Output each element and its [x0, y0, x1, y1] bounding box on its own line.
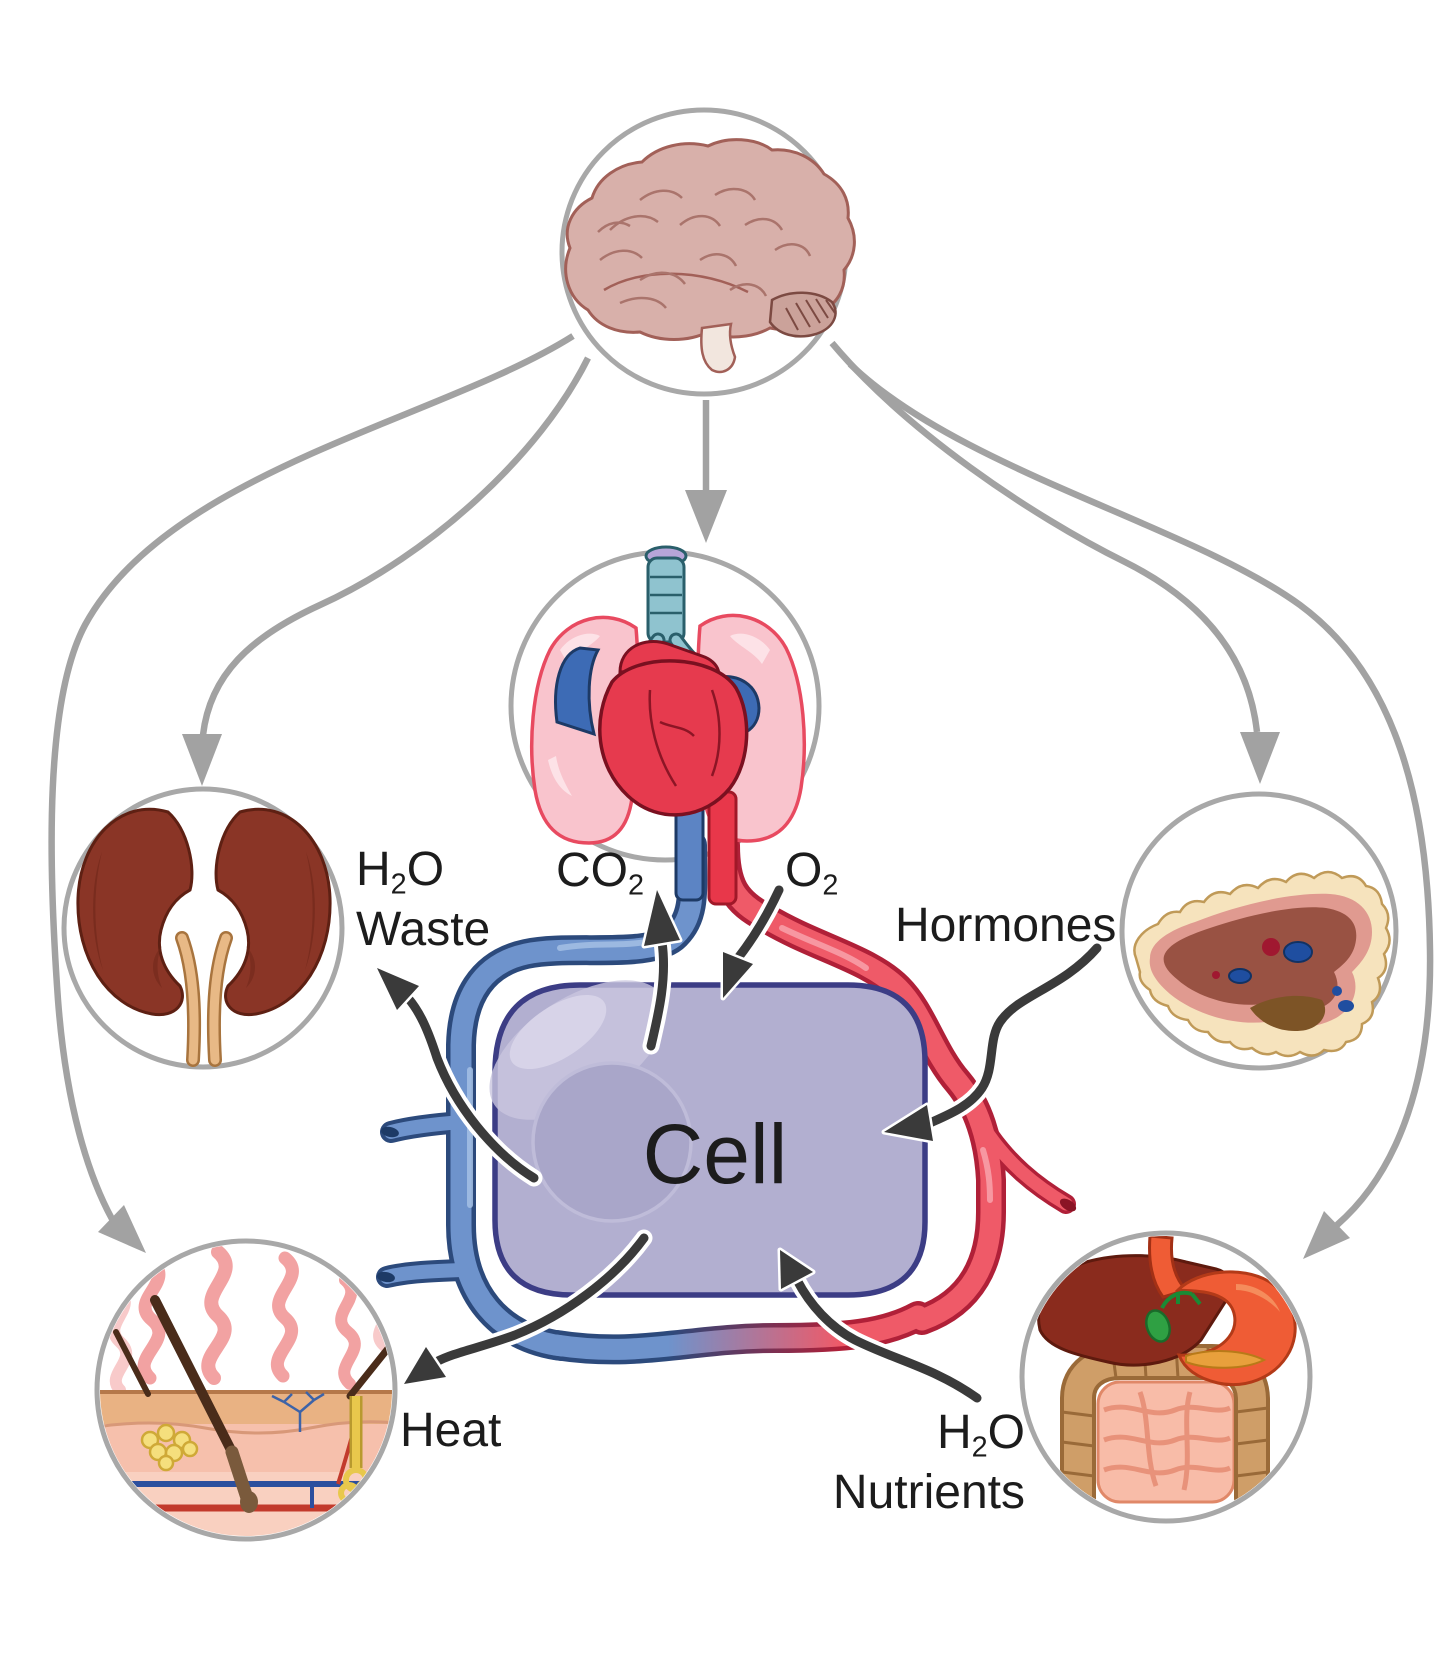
vein-branch2-tube	[380, 1263, 469, 1284]
arrow-lines	[403, 885, 1102, 1403]
trachea-rings	[650, 575, 682, 615]
cerebellum-folia-lines	[785, 298, 836, 331]
left-kidney	[76, 807, 194, 1017]
ureters	[175, 931, 233, 1067]
nutrients-sub: 2	[971, 1431, 988, 1464]
hormones-arrowhead	[881, 1102, 936, 1144]
waste-arrow-line	[403, 993, 539, 1183]
cell-shape	[489, 980, 928, 1298]
label-h2o-nutrients: H2O Nutrients	[810, 1405, 1025, 1521]
kidneys-icon	[76, 807, 332, 1067]
nutrients-arrow-line	[792, 1275, 982, 1403]
aorta-stub	[707, 790, 738, 906]
heart-body	[598, 659, 749, 817]
pulmonary-vessel-left	[554, 646, 601, 737]
label-co2: CO2	[556, 843, 644, 903]
co2-sub: 2	[628, 869, 645, 902]
co2-arrow-line	[646, 937, 669, 1051]
heat-arrowhead	[401, 1344, 449, 1387]
right-kidney-shade	[305, 852, 315, 970]
hair-follicle	[225, 1445, 258, 1513]
label-o2: O2	[785, 843, 838, 903]
waste-o: O	[406, 843, 445, 896]
arrowhead-to-digestive	[1303, 1211, 1350, 1259]
vessel-cut-ends	[377, 1126, 1077, 1283]
right-kidney	[214, 807, 332, 1017]
brain-icon	[564, 138, 856, 374]
small-intestine	[1096, 1380, 1236, 1504]
h2o-nutrients-formula: H2O	[810, 1405, 1025, 1465]
o2-sub: 2	[822, 869, 839, 902]
duodenum-band	[1185, 1350, 1267, 1369]
co2-base: CO	[556, 844, 628, 897]
artery-branch-tube	[982, 1128, 1073, 1211]
coronary-arteries	[648, 689, 721, 787]
connector-brain-to-pancreas	[829, 340, 1261, 733]
connector-brain-to-digestive	[847, 361, 1434, 1228]
label-heat: Heat	[400, 1404, 502, 1457]
label-h2o-waste: H2O Waste	[356, 842, 490, 958]
fat-cells	[140, 1423, 199, 1472]
o2-arrow-line	[733, 885, 784, 963]
pancreas-core	[1163, 907, 1357, 1011]
co2-arrowhead	[641, 887, 683, 949]
cell-highlight	[489, 980, 667, 1120]
left-kidney-shade	[93, 852, 103, 970]
rectum	[1068, 1502, 1118, 1518]
digestive-system-icon	[1037, 1236, 1297, 1518]
hormones-arrow-line	[925, 943, 1102, 1128]
pancreas-shadow	[1250, 995, 1326, 1032]
left-kidney-hilum-shade	[153, 946, 162, 988]
gyri-lines	[597, 187, 812, 309]
nutrients-o: O	[987, 1406, 1025, 1459]
trachea	[646, 556, 686, 644]
arrowhead-to-lungs	[685, 490, 727, 543]
o2-arrowhead	[720, 949, 756, 1001]
heat-arrow-line	[431, 1233, 649, 1367]
arrowhead-to-skin	[98, 1205, 146, 1253]
waste-arrowhead	[374, 965, 422, 1013]
arrowhead-to-pancreas	[1240, 732, 1280, 784]
nutrients-h: H	[936, 1406, 972, 1459]
hairs	[113, 1295, 392, 1457]
capillary-tube	[545, 1305, 929, 1360]
nutrients-arrowhead	[777, 1247, 816, 1292]
gallbladder	[1145, 1290, 1202, 1343]
epidermis-layer	[100, 1392, 392, 1424]
brain-connectors	[48, 333, 1434, 1228]
capillary-tree	[271, 1391, 325, 1432]
h2o-waste-formula: H2O	[356, 842, 490, 902]
pancreas-icon	[1133, 870, 1391, 1058]
label-cell: Cell	[642, 1107, 788, 1201]
brainstem	[700, 322, 737, 374]
h2o-waste-word: Waste	[356, 903, 491, 957]
label-hormones: Hormones	[895, 899, 1117, 952]
lungs-heart-icon	[530, 545, 806, 906]
o2-base: O	[785, 844, 823, 897]
islet-cells	[1212, 938, 1354, 1012]
arrowhead-to-kidneys	[182, 734, 222, 786]
cell-highlight-bright	[509, 994, 607, 1070]
nucleus	[531, 1061, 693, 1223]
stomach-highlight	[1236, 1284, 1280, 1312]
waste-h: H	[356, 843, 391, 896]
connector-brain-to-skin	[48, 333, 575, 1221]
h2o-nutrients-word: Nutrients	[832, 1466, 1025, 1520]
arrow-heads	[374, 887, 936, 1387]
waste-sub: 2	[390, 868, 407, 901]
right-kidney-hilum-shade	[246, 946, 255, 988]
vein-tube	[450, 834, 703, 1357]
connector-brain-to-kidneys	[199, 356, 591, 736]
exchange-arrows	[374, 881, 1106, 1407]
brain-connector-arrowheads	[98, 490, 1350, 1259]
